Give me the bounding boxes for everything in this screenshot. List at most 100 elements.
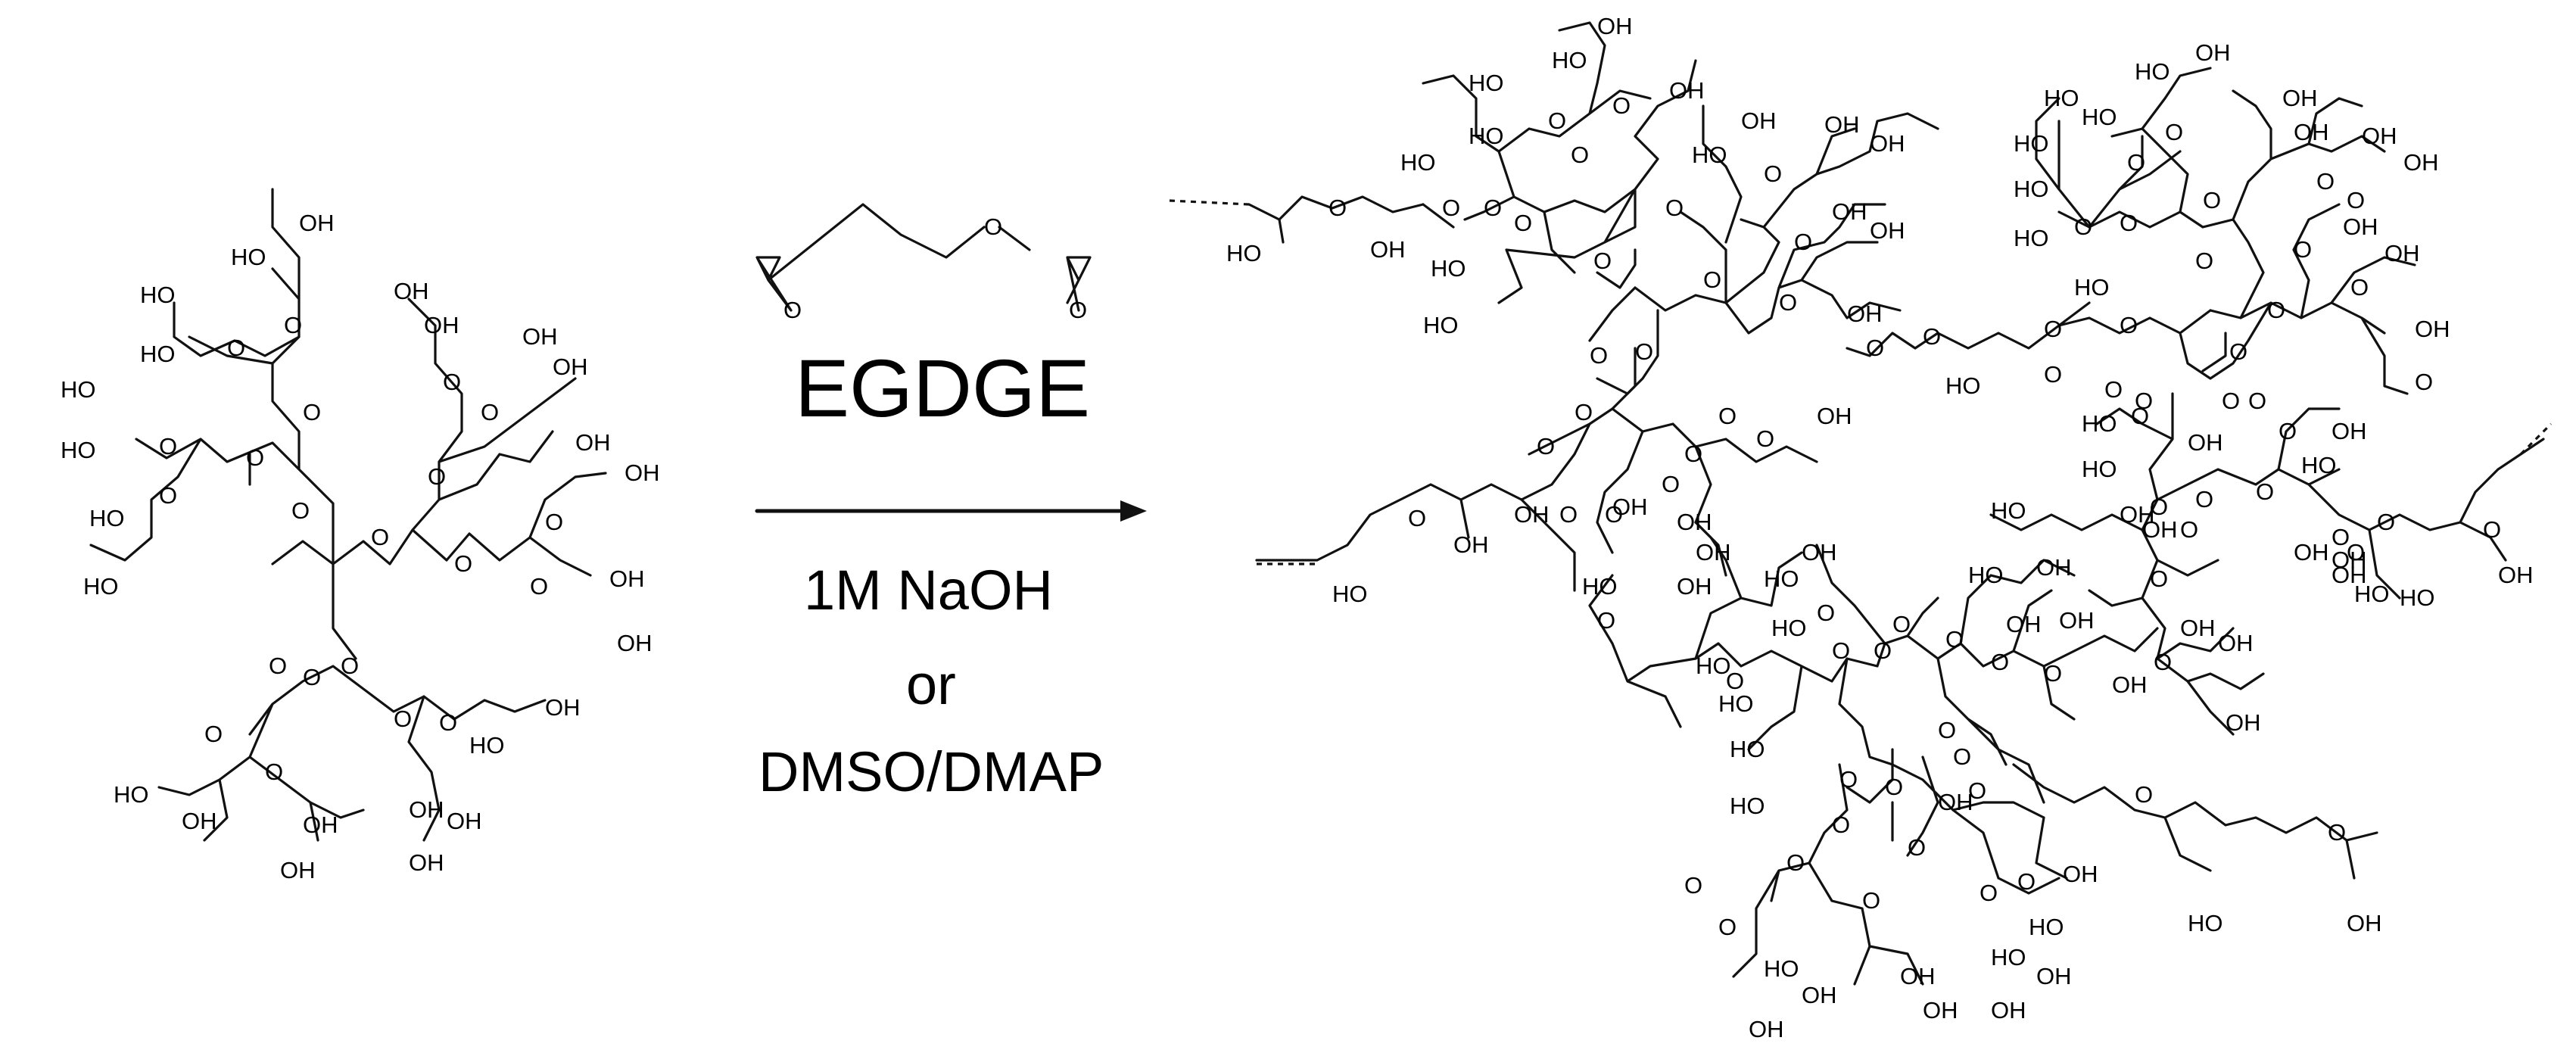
ho-label: HO: [83, 573, 119, 600]
o-label: O: [2044, 316, 2062, 342]
o-label: O: [1862, 887, 1880, 914]
network-bonds-right: [1989, 392, 2545, 880]
o-label: O: [2104, 376, 2123, 403]
o-label: O: [2120, 312, 2138, 338]
o-label: O: [1408, 505, 1426, 531]
oh-label: OH: [1677, 509, 1712, 535]
ho-label: HO: [2074, 274, 2110, 301]
egdge-bonds: [755, 203, 1092, 312]
o-label: O: [530, 573, 548, 600]
oh-label: OH: [2384, 240, 2420, 266]
o-label: O: [1817, 600, 1835, 626]
ho-label: HO: [2354, 581, 2390, 607]
o-label: O: [984, 213, 1002, 240]
condition-2: DMSO/DMAP: [758, 740, 1104, 803]
ho-label: HO: [1991, 944, 2026, 970]
network-atom-labels: HO O OH O O HO OH HO HO HO O O O HO HO O…: [1226, 13, 2534, 1042]
o-label: O: [545, 509, 563, 535]
oh-label: OH: [1696, 539, 1731, 565]
oh-label: OH: [409, 796, 444, 823]
ho-label: HO: [1945, 372, 1981, 399]
condition-1: 1M NaOH: [804, 559, 1053, 622]
o-label: O: [2154, 649, 2172, 675]
o-label: O: [1605, 501, 1623, 528]
o-label: O: [2267, 297, 2285, 323]
oh-label: OH: [2498, 562, 2534, 588]
o-label: O: [1945, 626, 1964, 653]
oh-label: OH: [1597, 13, 1633, 39]
ho-label: HO: [114, 781, 149, 808]
reagent-name: EGDGE: [795, 342, 1090, 434]
ho-label: HO: [1400, 149, 1436, 176]
o-label: O: [394, 706, 412, 732]
ho-label: HO: [1968, 562, 2004, 588]
o-label: O: [1718, 914, 1737, 940]
reaction-arrow: [755, 500, 1147, 522]
oh-label: OH: [2059, 607, 2095, 634]
ho-label: HO: [61, 437, 96, 463]
oh-label: OH: [2036, 554, 2072, 581]
oh-label: OH: [2331, 418, 2367, 444]
ho-label: HO: [1469, 123, 1504, 149]
ho-label: HO: [2400, 584, 2435, 611]
o-label: O: [454, 550, 472, 577]
o-label: O: [2331, 524, 2350, 550]
o-label: O: [1597, 607, 1615, 634]
ho-label: HO: [2029, 914, 2064, 940]
o-label: O: [2377, 509, 2395, 535]
o-label: O: [2135, 388, 2153, 414]
oh-label: OH: [1514, 501, 1550, 528]
ho-label: HO: [1764, 565, 1799, 592]
ho-label: HO: [2082, 410, 2117, 437]
o-label: O: [227, 335, 245, 361]
ho-label: HO: [1431, 255, 1466, 282]
o-label: O: [1571, 142, 1589, 168]
o-label: O: [1794, 229, 1812, 255]
oh-label: OH: [303, 812, 338, 838]
o-label: O: [1892, 611, 1911, 637]
network-bonds-top-left: [1248, 21, 1697, 304]
o-label: O: [269, 653, 287, 679]
o-label: O: [1756, 425, 1774, 452]
oh-label: OH: [553, 354, 588, 380]
oh-label: OH: [2294, 119, 2329, 145]
ho-label: HO: [1582, 573, 1618, 600]
oh-label: OH: [182, 808, 217, 834]
oh-label: OH: [1370, 236, 1406, 263]
ho-label: HO: [2014, 130, 2049, 157]
oh-label: OH: [1832, 198, 1867, 225]
ho-label: HO: [1552, 47, 1587, 73]
oh-label: OH: [2142, 516, 2178, 543]
o-label: O: [1764, 160, 1782, 187]
o-label: O: [2316, 168, 2335, 195]
o-label: O: [1612, 92, 1631, 119]
o-label: O: [2127, 149, 2145, 176]
oh-label: OH: [617, 630, 653, 656]
o-label: O: [1786, 849, 1805, 876]
oh-label: OH: [1669, 77, 1705, 104]
hyperbranched-polyglycerol: OH HO O HO HO O O HO HO O O O HO HO O OH…: [61, 188, 660, 883]
oh-label: OH: [1817, 403, 1852, 429]
oh-label: OH: [2063, 861, 2098, 887]
oh-label: OH: [2282, 85, 2318, 111]
oh-label: OH: [2331, 547, 2367, 573]
o-label: O: [1874, 637, 1892, 664]
oh-label: OH: [2294, 539, 2329, 565]
network-core-2: [1846, 332, 2227, 842]
o-label: O: [303, 664, 321, 690]
o-label: O: [159, 433, 177, 460]
ho-label: HO: [140, 282, 176, 308]
oh-label: OH: [1870, 130, 1905, 157]
oh-label: OH: [2112, 671, 2148, 698]
o-label: O: [2044, 660, 2062, 687]
ho-label: HO: [1991, 497, 2026, 524]
oh-label: OH: [1453, 531, 1489, 558]
oh-label: OH: [1749, 1016, 1784, 1042]
o-label: O: [1684, 441, 1702, 467]
o-label: O: [1832, 812, 1850, 838]
oh-label: OH: [575, 429, 611, 456]
o-label: O: [2415, 369, 2433, 395]
oh-label: OH: [1938, 789, 1973, 815]
polyglycerol-fragment-bonds: [157, 665, 547, 842]
condition-separator: or: [906, 653, 956, 716]
